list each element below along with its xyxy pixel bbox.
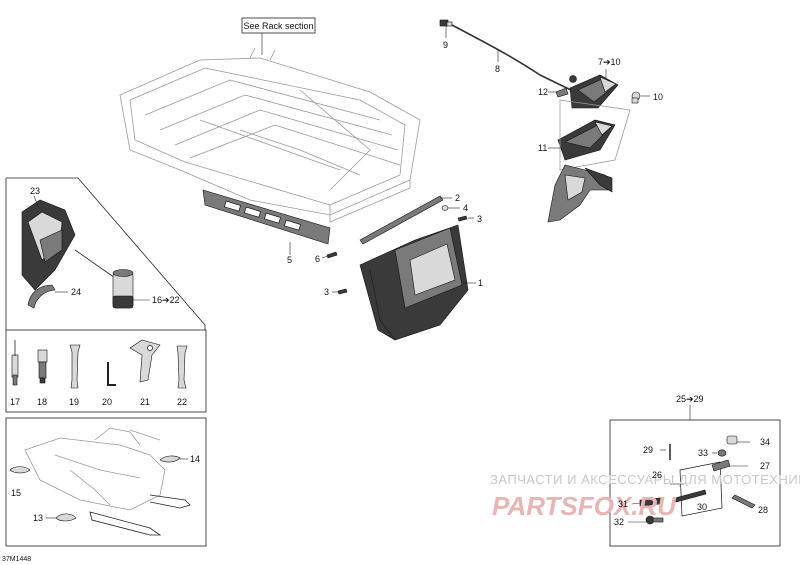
callout-18: 18: [37, 397, 47, 407]
part-32-screw: [628, 515, 664, 525]
callout-4: 4: [463, 203, 468, 213]
part-34-spacer: [726, 435, 750, 445]
callout-labels: 1 2 3 3 4 5 6 7➔10 8 9 10 11 12 13 14 15…: [2, 40, 770, 563]
part-8-wire-harness: [451, 24, 576, 93]
hardware-box: [609, 405, 781, 547]
snowmobile-box: [5, 417, 207, 547]
callout-33: 33: [698, 448, 708, 458]
part-16-22-tool-tube: [74, 249, 150, 309]
part-5-side-rail: [202, 189, 331, 255]
callout-8: 8: [495, 64, 500, 74]
callout-12: 12: [538, 87, 548, 97]
toolkit-panel-outline: [5, 177, 206, 330]
part-7-taillight: [569, 69, 619, 109]
watermark-line-1: ЗАПЧАСТИ И АКСЕССУАРЫ ДЛЯ МОТОТЕХНИКИ: [490, 472, 800, 487]
callout-28: 28: [758, 505, 768, 515]
callout-24: 24: [71, 287, 81, 297]
part-10-bulb: [631, 91, 650, 104]
callout-13: 13: [33, 513, 43, 523]
callout-16-22: 16➔22: [152, 295, 180, 305]
callout-6: 6: [315, 254, 320, 264]
rack-section-note-box: See Rack section: [241, 17, 316, 55]
callout-31: 31: [618, 499, 628, 509]
diagram-code: 37M1448: [2, 556, 31, 563]
callout-22: 22: [177, 397, 187, 407]
callout-30: 30: [697, 502, 707, 512]
callout-14: 14: [190, 454, 200, 464]
callout-34: 34: [760, 437, 770, 447]
part-30-bolt: [674, 489, 707, 503]
callout-3-top: 3: [477, 214, 482, 224]
part-3-screw-bottom: [332, 288, 348, 295]
callout-7-10: 7➔10: [598, 57, 621, 67]
callout-26: 26: [652, 470, 662, 480]
part-4-washer: [441, 205, 460, 211]
part-3-screw-top: [457, 215, 474, 222]
callout-25-29: 25➔29: [676, 394, 704, 404]
callout-5: 5: [287, 255, 292, 265]
part-24-strap: [27, 284, 68, 309]
tools-box: [5, 329, 207, 413]
watermark-line-2: PARTSFOX.RU: [492, 491, 677, 521]
callout-17: 17: [10, 397, 20, 407]
callout-21: 21: [140, 397, 150, 407]
part-27-clip: [711, 459, 748, 472]
part-18-socket: [37, 349, 48, 384]
callout-9: 9: [443, 40, 448, 50]
callout-27: 27: [760, 461, 770, 471]
callout-10: 10: [653, 92, 663, 102]
part-13-decal: [46, 513, 77, 522]
callout-3-bottom: 3: [324, 287, 329, 297]
watermark: ЗАПЧАСТИ И АКСЕССУАРЫ ДЛЯ МОТОТЕХНИКИ PA…: [490, 472, 800, 521]
callout-32: 32: [614, 517, 624, 527]
part-2-strip: [359, 195, 452, 245]
part-17-spark-plug-gauge: [11, 340, 19, 386]
rack-section-note: See Rack section: [243, 21, 313, 31]
taillight-bracket: [547, 164, 613, 223]
callout-1: 1: [478, 278, 483, 288]
snowmobile-outline: [24, 427, 191, 536]
callout-20: 20: [102, 397, 112, 407]
part-20-hex-key: [107, 362, 116, 386]
part-12-nut: [548, 75, 577, 98]
callout-23: 23: [30, 186, 40, 196]
part-11-light-housing: [548, 99, 631, 171]
callout-19: 19: [69, 397, 79, 407]
rack-outline: [119, 47, 421, 223]
part-9-connector: [439, 19, 453, 38]
part-28-screw: [731, 494, 756, 509]
part-14-decal: [159, 455, 188, 463]
part-15-decal: [9, 466, 31, 474]
part-29-pin: [660, 444, 671, 460]
part-23-tool-holder: [21, 195, 76, 291]
part-21-combination-tool: [129, 339, 161, 383]
callout-29: 29: [643, 445, 653, 455]
part-19-wrench: [69, 344, 81, 389]
callout-11: 11: [538, 143, 547, 153]
part-1-storage-bag: [359, 224, 476, 341]
callout-2: 2: [455, 193, 460, 203]
part-33-nut: [712, 449, 727, 457]
callout-15: 15: [11, 488, 21, 498]
part-22-wrench: [176, 345, 188, 389]
part-6-screw: [321, 251, 338, 259]
part-31-bolt: [631, 497, 661, 507]
